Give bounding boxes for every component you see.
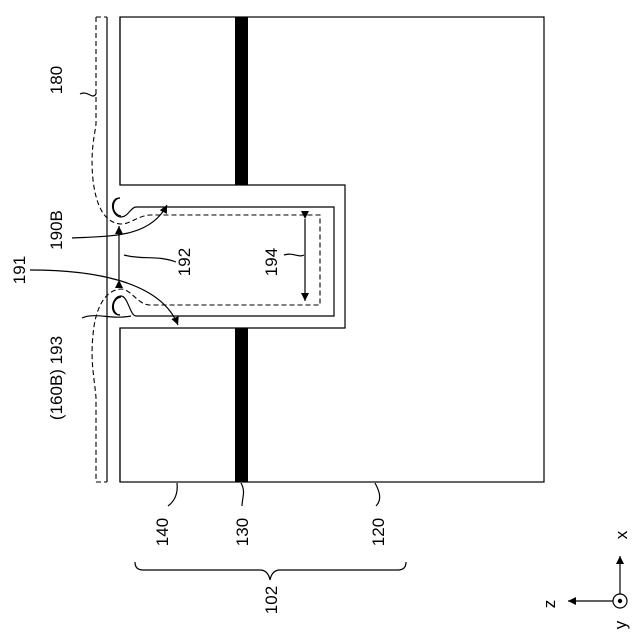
label-193: (160B) 193 xyxy=(47,336,66,420)
brace-102 xyxy=(135,562,406,580)
label-120: 120 xyxy=(369,518,388,546)
layer-130-upper xyxy=(235,17,248,185)
layer-130-lower xyxy=(235,328,248,482)
leader-130 xyxy=(241,483,244,506)
leader-180 xyxy=(80,93,96,96)
label-190b: 190B xyxy=(47,210,66,250)
leader-120 xyxy=(375,483,380,506)
label-192: 192 xyxy=(175,248,194,276)
label-130: 130 xyxy=(233,518,252,546)
label-194: 194 xyxy=(262,248,281,276)
label-180: 180 xyxy=(47,66,66,94)
label-102: 102 xyxy=(262,586,281,614)
axis-label-x: x xyxy=(612,530,631,539)
axis-label-z: z xyxy=(540,600,559,609)
label-140: 140 xyxy=(153,518,172,546)
axis-label-y: y xyxy=(611,620,630,629)
leader-140 xyxy=(168,483,177,506)
axis-origin-dot xyxy=(618,599,622,603)
label-191: 191 xyxy=(10,256,29,284)
